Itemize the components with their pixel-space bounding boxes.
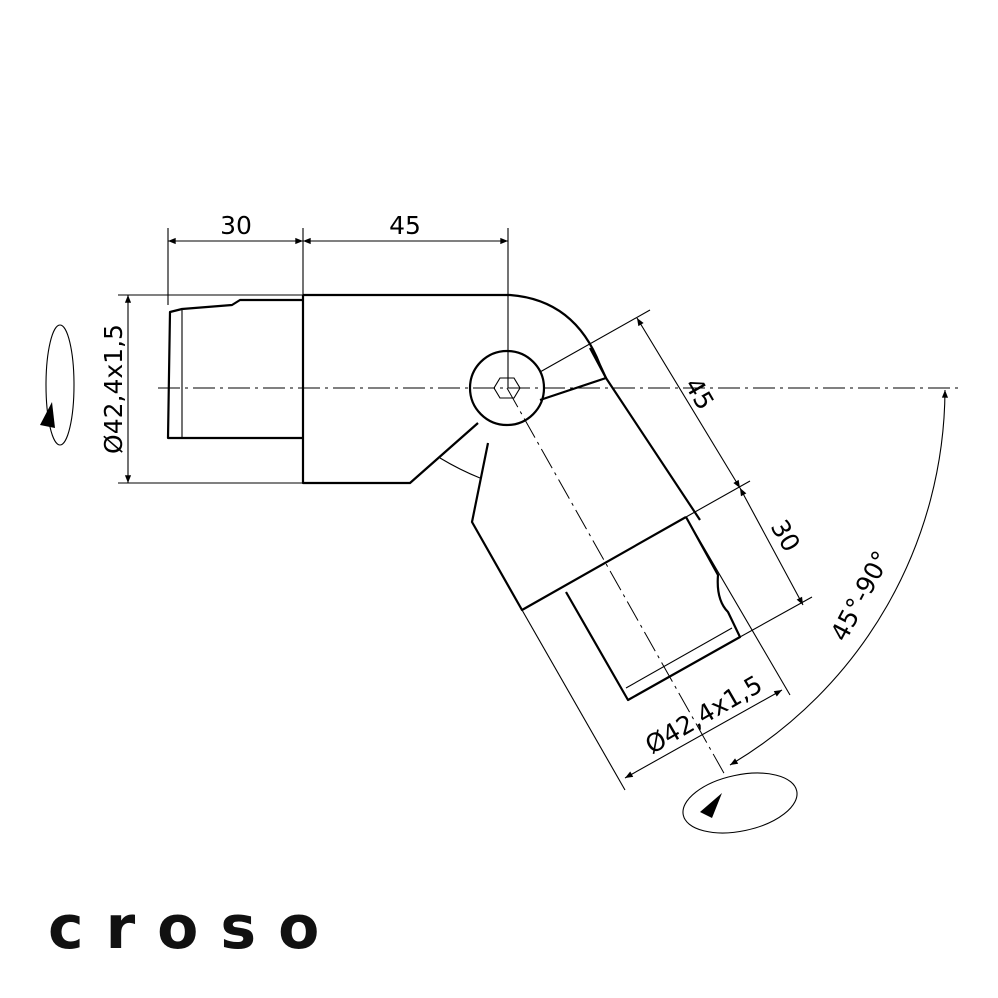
- left-diameter-dimension: Ø42,4x1,5: [40, 294, 303, 484]
- dim-45-top: 45: [389, 211, 421, 240]
- arm-length-dimensions: 45 30: [539, 309, 813, 638]
- croso-logo: croso: [48, 893, 341, 963]
- rotation-arrow-icon: [700, 793, 722, 818]
- top-dimensions: 30 45: [167, 211, 509, 388]
- dim-angle: 45°-90°: [825, 546, 896, 646]
- dim-30-arm: 30: [765, 515, 806, 557]
- rotated-arm: [470, 347, 742, 702]
- rotation-arrow-icon: [40, 402, 55, 428]
- pivot-screw: [468, 349, 546, 427]
- dim-diameter-left: Ø42,4x1,5: [99, 324, 128, 454]
- left-pipe: [166, 298, 303, 440]
- fitting-body: [301, 293, 608, 485]
- hex-socket-icon: [493, 377, 521, 399]
- angle-dimension: 45°-90°: [729, 389, 949, 766]
- dim-45-arm: 45: [679, 373, 720, 415]
- dim-30-top: 30: [220, 211, 252, 240]
